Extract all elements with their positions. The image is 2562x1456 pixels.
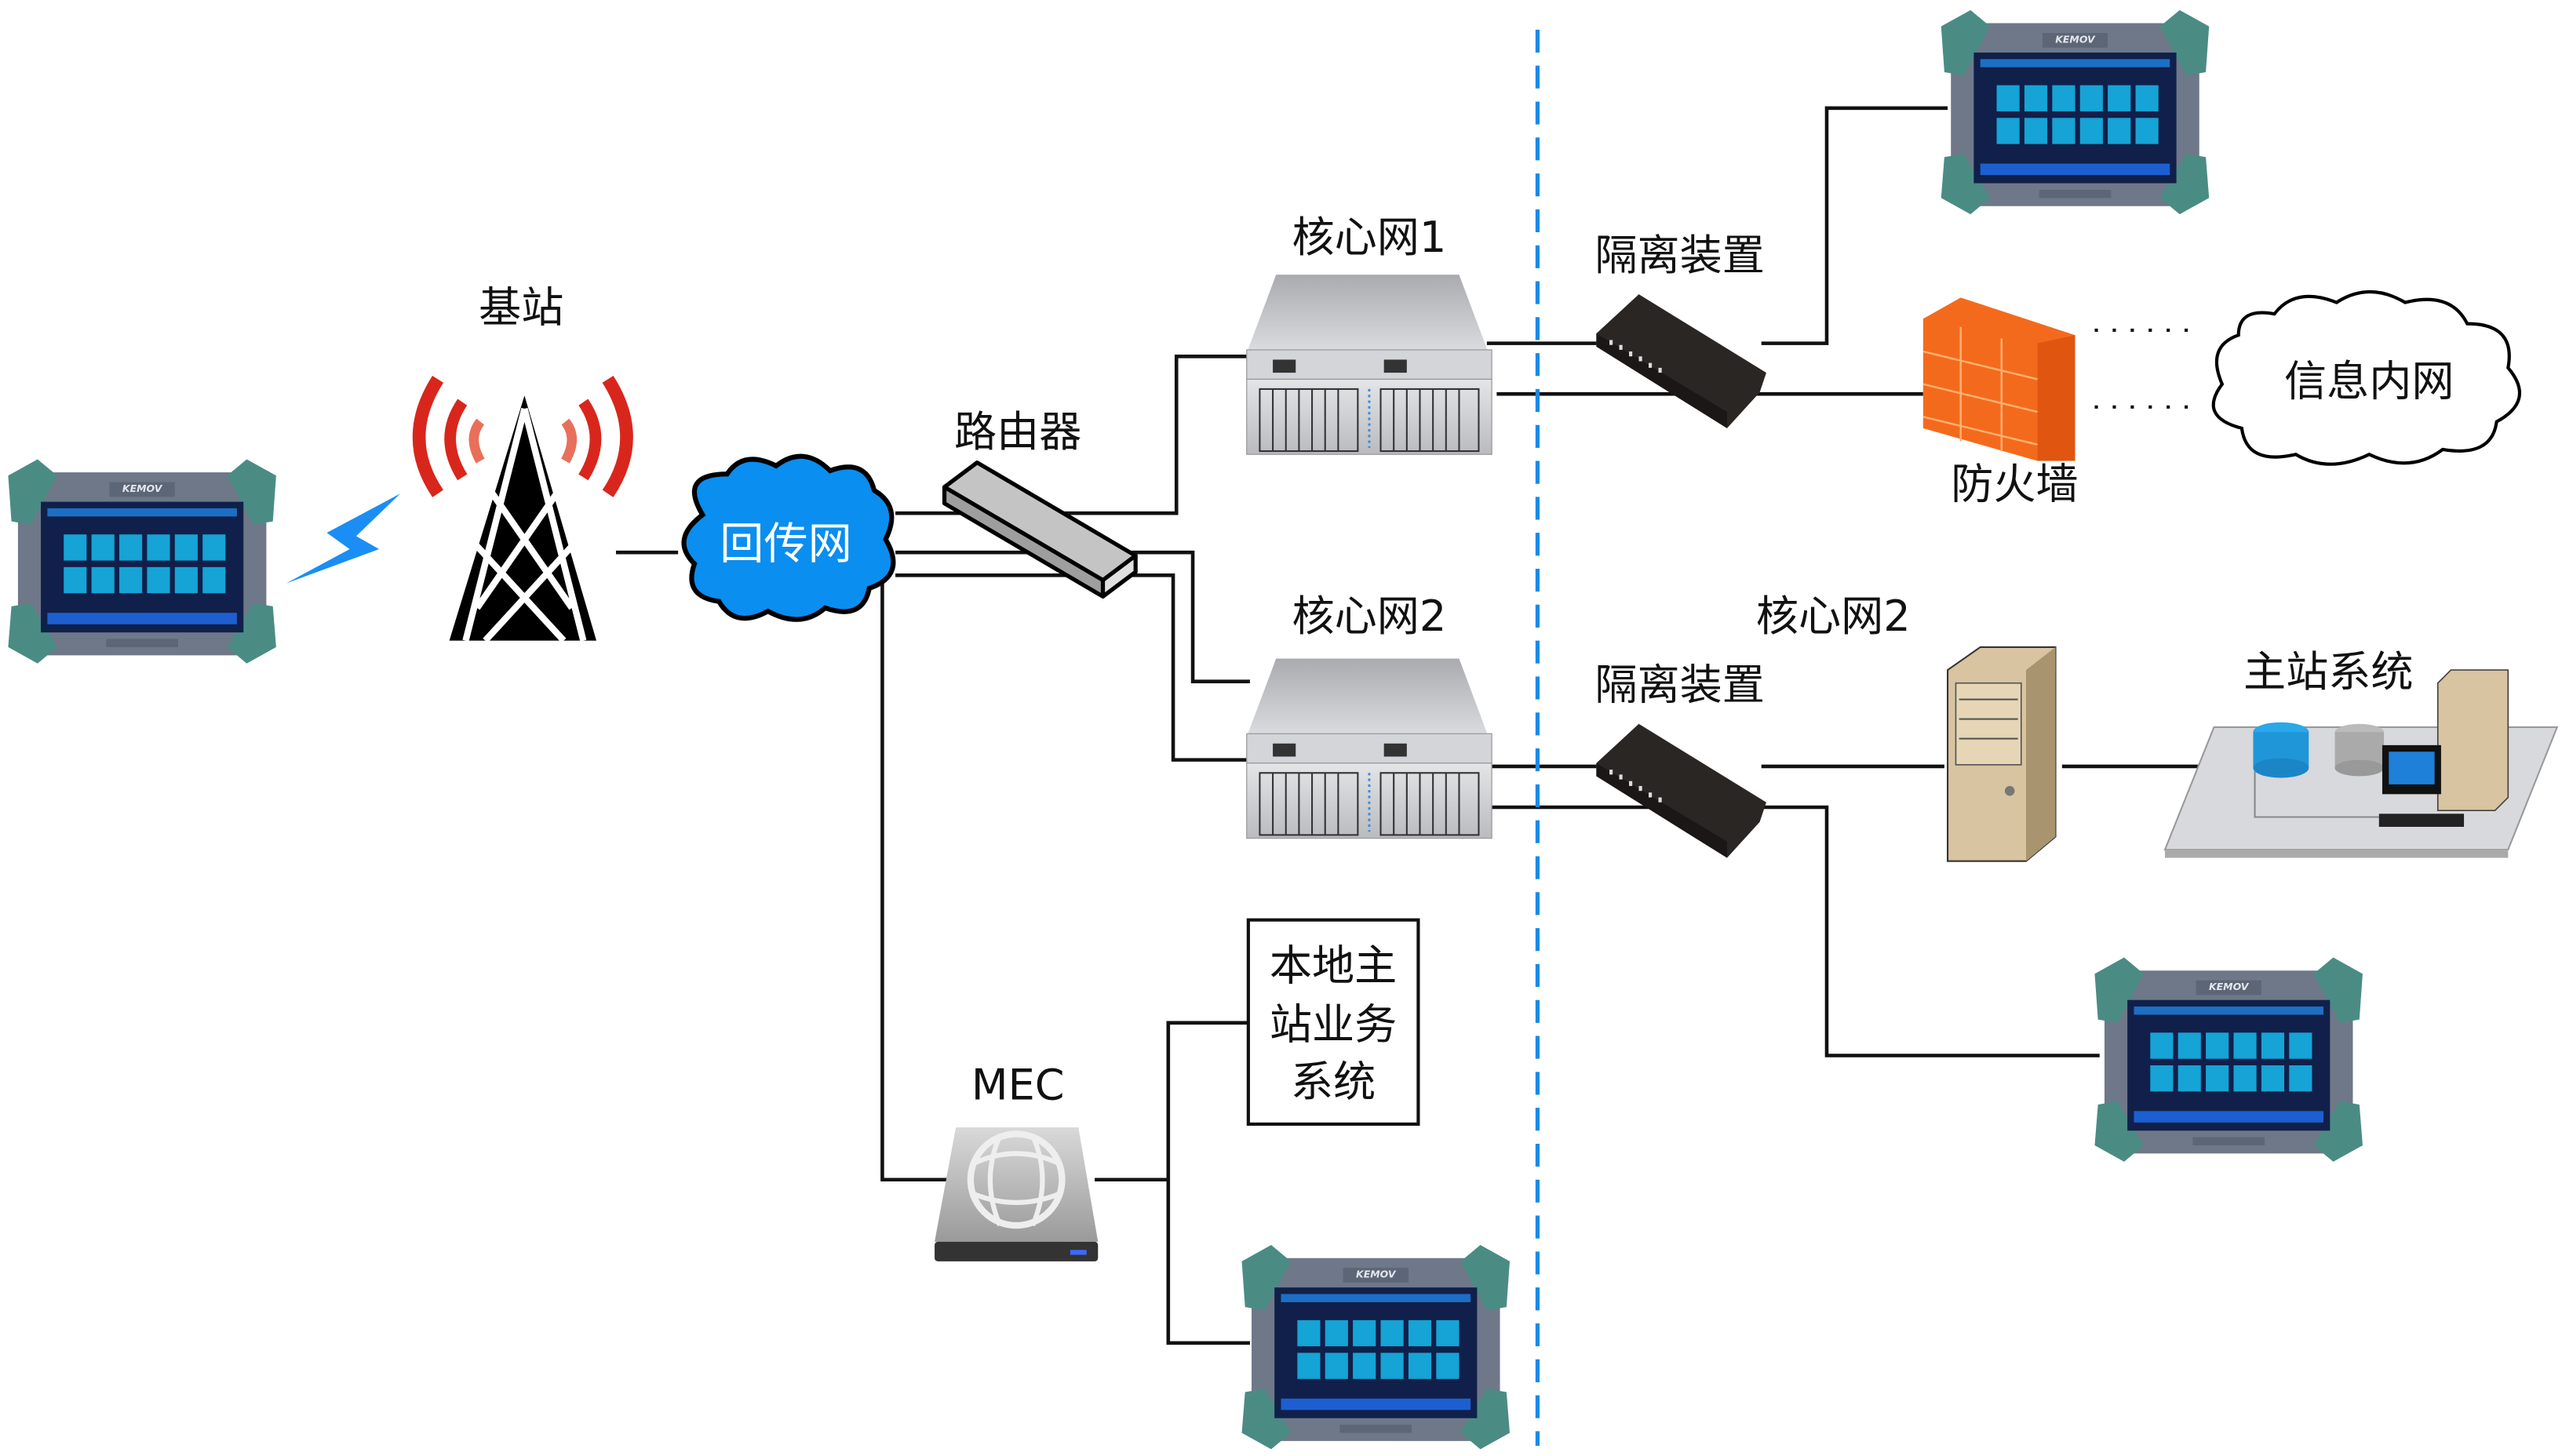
intranet-cloud xyxy=(2211,289,2522,466)
mec-label: MEC xyxy=(971,1061,1065,1110)
router-label: 路由器 xyxy=(954,407,1081,457)
isolation-device-1 xyxy=(1596,294,1766,428)
firewall-icon xyxy=(1922,297,2075,461)
core-network-1-server xyxy=(1245,273,1493,456)
router-device xyxy=(942,460,1138,599)
core-network-1-label: 核心网1 xyxy=(1292,213,1447,262)
intranet-label: 信息内网 xyxy=(2284,356,2454,406)
base-station-label: 基站 xyxy=(479,283,563,333)
core-network-2-server xyxy=(1245,657,1493,840)
isolation-device-2-label: 隔离装置 xyxy=(1594,661,1765,710)
tester-device-bottom-brand: KEMOV xyxy=(1356,1269,1397,1280)
local-system-line-2: 站业务 xyxy=(1270,1000,1397,1050)
master-station-label: 主站系统 xyxy=(2243,647,2414,697)
backhaul-label: 回传网 xyxy=(720,519,852,570)
base-station-tower-icon xyxy=(412,375,633,643)
core-network-2-right-label: 核心网2 xyxy=(1756,592,1911,641)
pc-tower-icon xyxy=(1947,646,2057,862)
isolation-device-2 xyxy=(1596,723,1766,858)
local-system-line-1: 本地主 xyxy=(1270,941,1397,991)
tester-device-left-brand: KEMOV xyxy=(122,482,163,494)
wireless-bolt-icon xyxy=(286,493,401,584)
master-station-system-icon xyxy=(2163,669,2559,858)
local-master-station-box xyxy=(1246,918,1420,1127)
firewall-label: 防火墙 xyxy=(1951,459,2078,508)
tester-device-top-right-brand: KEMOV xyxy=(2055,33,2096,45)
isolation-device-1-label: 隔离装置 xyxy=(1594,231,1765,280)
local-system-line-3: 系统 xyxy=(1291,1057,1376,1107)
mec-device xyxy=(935,1127,1099,1261)
core-network-2-label: 核心网2 xyxy=(1292,592,1447,641)
backhaul-cloud xyxy=(681,453,896,622)
tester-device-lower-right-brand: KEMOV xyxy=(2209,981,2250,992)
